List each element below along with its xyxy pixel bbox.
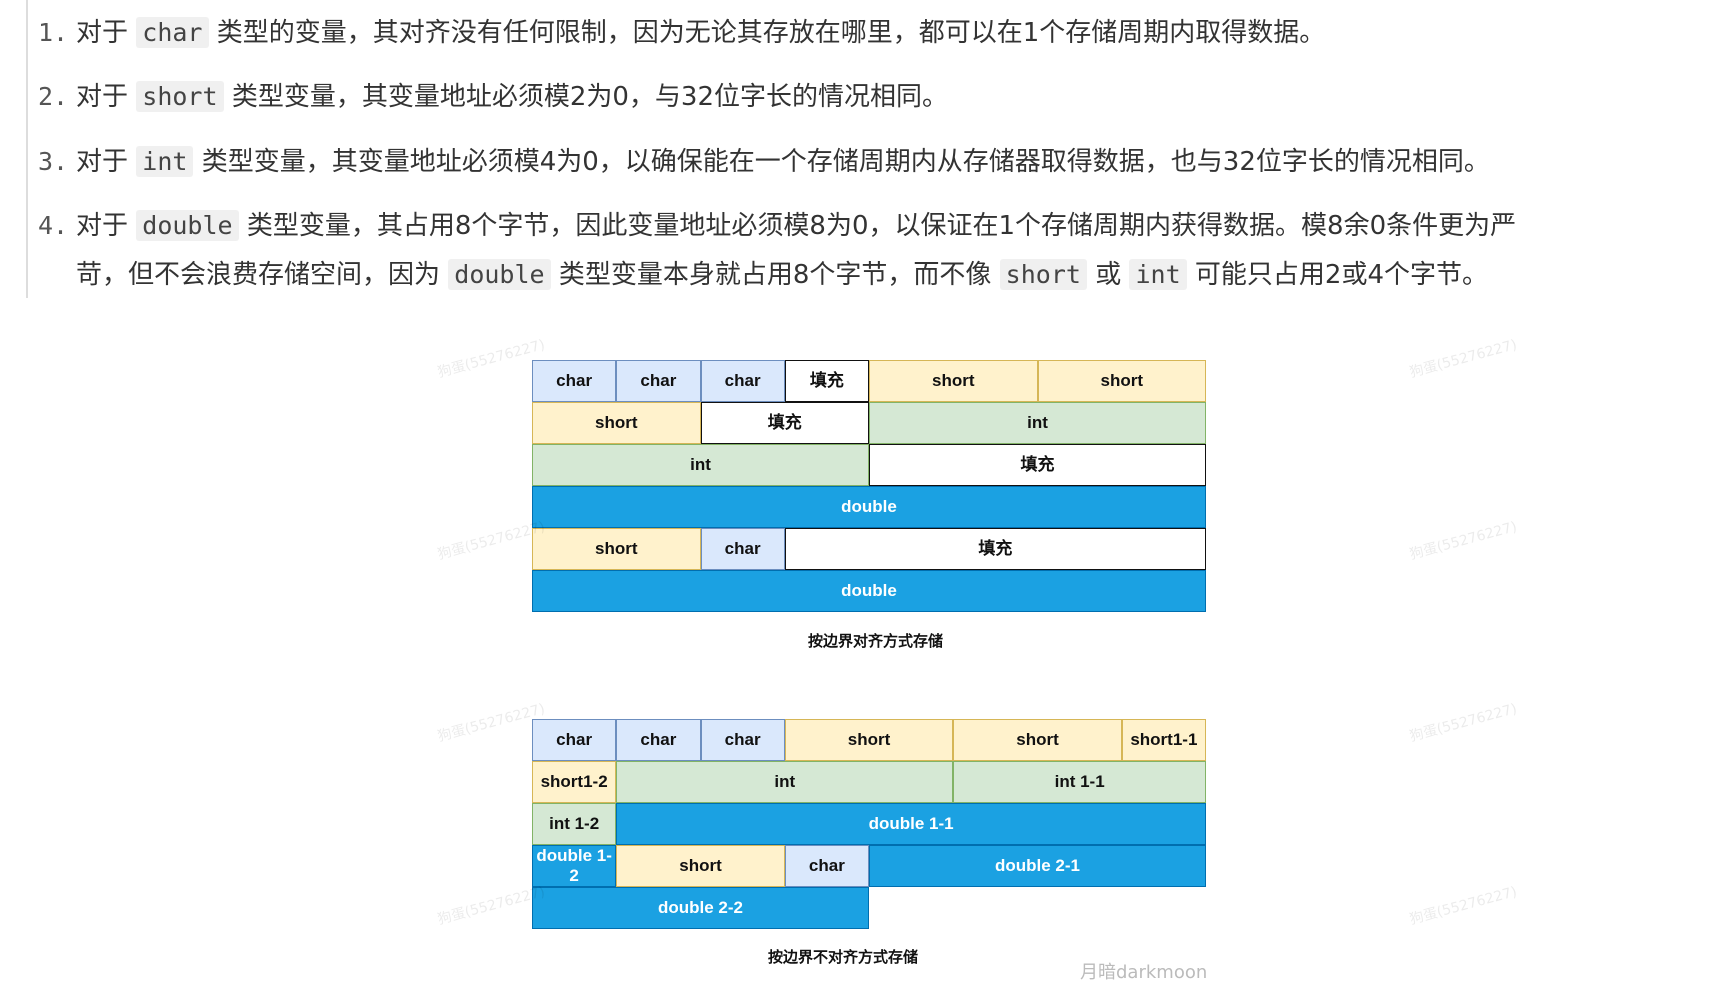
short-block: short1-1 [1121, 719, 1206, 761]
pad-block: 填充 [784, 360, 869, 402]
text: 可能只占用2或4个字节。 [1194, 260, 1488, 290]
text: 对于 [76, 211, 129, 241]
text: 类型变量，其变量地址必须模4为0，以确保能在一个存储周期内从存储器取得数据，也与… [201, 147, 1490, 177]
list-number: 3. [38, 147, 69, 176]
text: 对于 [76, 18, 129, 48]
char-block: char [532, 360, 617, 402]
text: 类型变量本身就占用8个字节，而不像 [558, 260, 992, 290]
char-block: char [700, 528, 785, 570]
watermark: 狗蛋(55276227) [1408, 336, 1519, 381]
char-block: char [784, 845, 869, 887]
double-block: double [532, 486, 1206, 528]
list-item: 2.对于 short 类型变量，其变量地址必须模2为0，与32位字长的情况相同。 [38, 73, 948, 121]
inline-code: double [136, 210, 239, 241]
short-block: short [869, 360, 1038, 402]
watermark: 狗蛋(55276227) [1408, 883, 1519, 928]
pad-block: 填充 [869, 444, 1206, 486]
watermark: 狗蛋(55276227) [436, 883, 547, 928]
list-number: 4. [38, 211, 69, 240]
watermark: 狗蛋(55276227) [436, 700, 547, 745]
inline-code: char [136, 17, 209, 48]
aligned-diagram-caption: 按边界对齐方式存储 [808, 632, 944, 650]
double-block: double 2-1 [869, 845, 1206, 887]
short-block: short [953, 719, 1122, 761]
text: 对于 [76, 82, 129, 112]
watermark: 狗蛋(55276227) [436, 518, 547, 563]
inline-code: int [136, 146, 194, 177]
text: 对于 [76, 147, 129, 177]
pad-block: 填充 [784, 528, 1206, 570]
text: 类型变量，其占用8个字节，因此变量地址必须模8为0，以保证在1个存储周期内获得数… [246, 211, 1517, 241]
short-block: short [616, 845, 785, 887]
double-block: double [532, 570, 1206, 612]
author-signature: 月暗darkmoon [1080, 962, 1208, 983]
char-block: char [700, 719, 785, 761]
double-block: double 1-2 [532, 845, 617, 887]
watermark: 狗蛋(55276227) [1408, 700, 1519, 745]
inline-code: short [136, 81, 224, 112]
list-item: 4.对于 double 类型变量，其占用8个字节，因此变量地址必须模8为0，以保… [38, 202, 1516, 250]
int-block: int [532, 444, 869, 486]
int-block: int [616, 761, 954, 803]
char-block: char [616, 719, 701, 761]
list-number: 2. [38, 82, 69, 111]
watermark: 狗蛋(55276227) [1408, 518, 1519, 563]
double-block: double 1-1 [616, 803, 1206, 845]
blockquote-bar [26, 0, 28, 298]
text: 类型变量，其变量地址必须模2为0，与32位字长的情况相同。 [231, 82, 948, 112]
watermark: 狗蛋(55276227) [436, 336, 547, 381]
text: 苛，但不会浪费存储空间，因为 [76, 260, 441, 290]
text: 类型的变量，其对齐没有任何限制，因为无论其存放在哪里，都可以在1个存储周期内取得… [216, 18, 1326, 48]
char-block: char [532, 719, 617, 761]
inline-code: double [448, 259, 551, 290]
short-block: short [784, 719, 954, 761]
short-block: short1-2 [532, 761, 617, 803]
list-number: 1. [38, 18, 69, 47]
int-block: int 1-1 [953, 761, 1206, 803]
inline-code: short [999, 259, 1087, 290]
char-block: char [616, 360, 701, 402]
short-block: short [532, 402, 701, 444]
unaligned-diagram-caption: 按边界不对齐方式存储 [768, 948, 919, 966]
pad-block: 填充 [700, 402, 869, 444]
char-block: char [700, 360, 785, 402]
text: 或 [1095, 260, 1122, 290]
double-block: double 2-2 [532, 887, 869, 929]
list-item-continuation: 苛，但不会浪费存储空间，因为 double 类型变量本身就占用8个字节，而不像 … [76, 251, 1488, 299]
list-item: 1.对于 char 类型的变量，其对齐没有任何限制，因为无论其存放在哪里，都可以… [38, 9, 1325, 57]
int-block: int [869, 402, 1206, 444]
short-block: short [1037, 360, 1206, 402]
int-block: int 1-2 [532, 803, 617, 845]
list-item: 3.对于 int 类型变量，其变量地址必须模4为0，以确保能在一个存储周期内从存… [38, 138, 1490, 186]
inline-code: int [1129, 259, 1187, 290]
short-block: short [532, 528, 701, 570]
